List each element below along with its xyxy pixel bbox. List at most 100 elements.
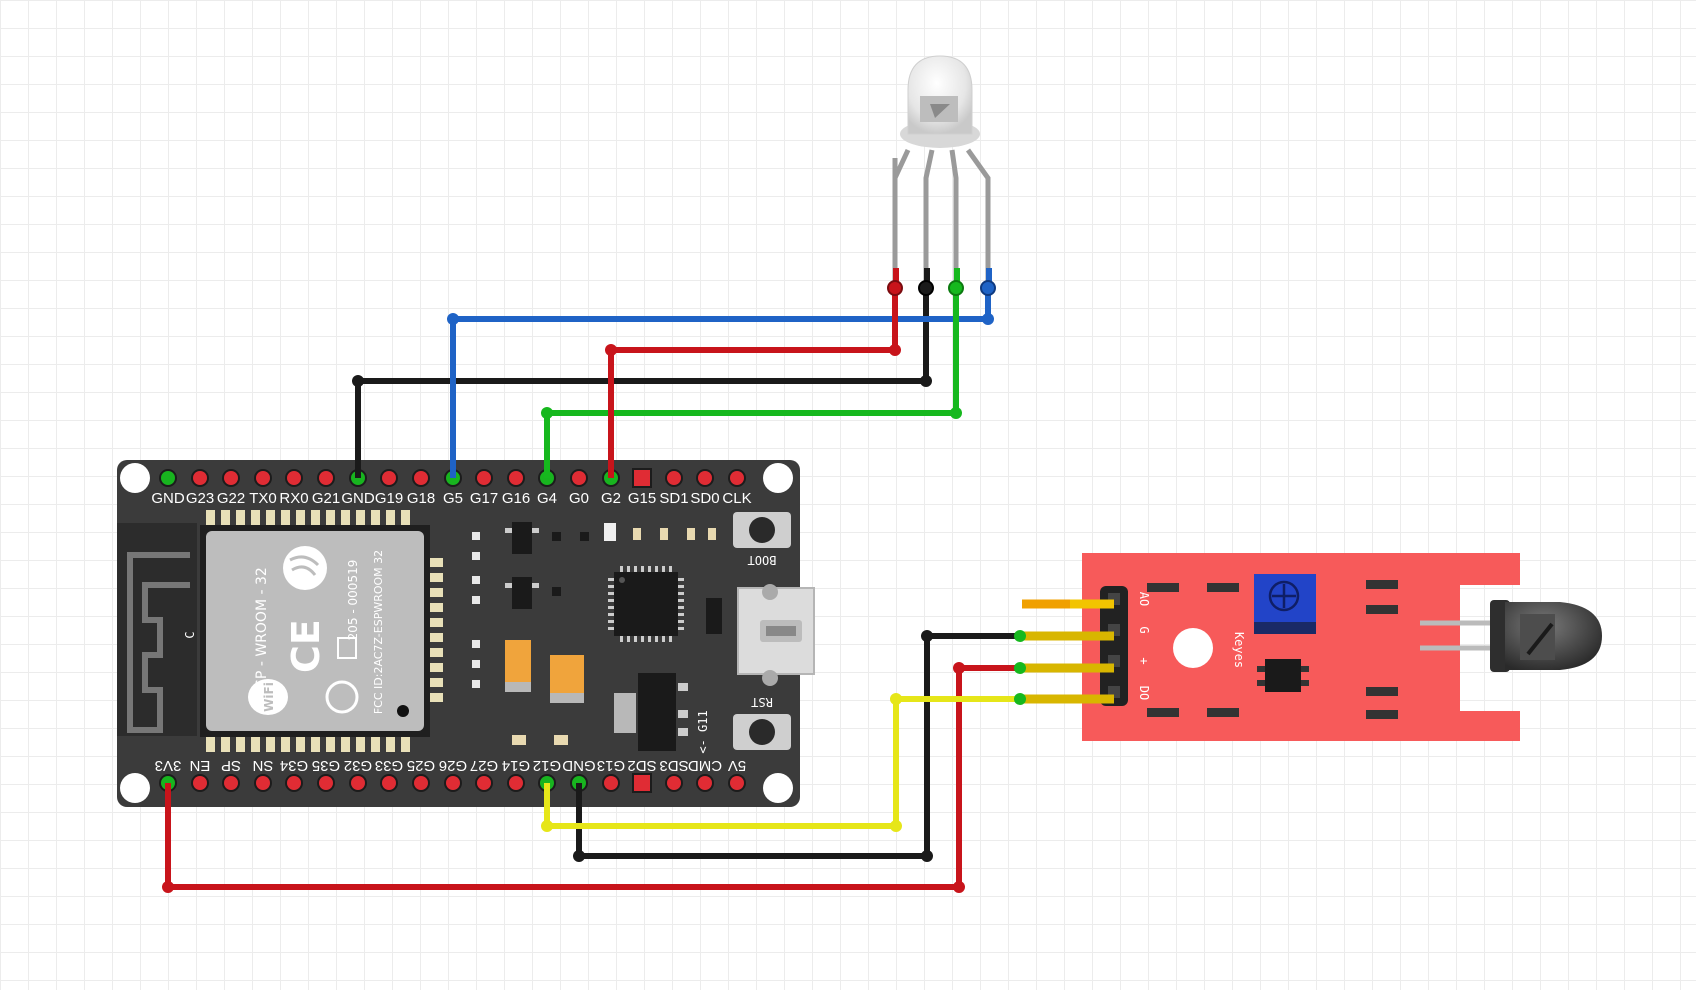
- boot-label: BOOT: [748, 553, 777, 567]
- wire-green-g4-led[interactable]: [544, 288, 959, 478]
- header-pin[interactable]: [287, 776, 301, 790]
- header-pin[interactable]: [572, 471, 586, 485]
- header-pin[interactable]: [698, 471, 712, 485]
- rgb-led[interactable]: [892, 55, 992, 288]
- pin-label: G2: [601, 490, 621, 507]
- header-pin[interactable]: [477, 776, 491, 790]
- header-pin[interactable]: [509, 776, 523, 790]
- boot-button[interactable]: [733, 512, 791, 548]
- pin-label: G0: [569, 490, 589, 507]
- header-pin[interactable]: [667, 776, 681, 790]
- header-pin[interactable]: [730, 471, 744, 485]
- pin-label-plus: +: [1137, 657, 1151, 664]
- header-pin[interactable]: [446, 776, 460, 790]
- pin-label: SD2: [627, 757, 656, 774]
- mount-hole: [120, 773, 150, 803]
- header-pin[interactable]: [414, 471, 428, 485]
- header-pin[interactable]: [319, 776, 333, 790]
- pin-label-do: DO: [1137, 686, 1151, 700]
- pin-label: G18: [407, 490, 435, 507]
- transistor: [512, 522, 532, 554]
- pin1-dot: [397, 705, 409, 717]
- wire-blue-g5-led[interactable]: [450, 288, 991, 478]
- header-pin[interactable]: [161, 471, 175, 485]
- header-pin[interactable]: [382, 776, 396, 790]
- pin-label: 3V3: [155, 757, 182, 774]
- pin-label: G4: [537, 490, 557, 507]
- pin-label: G26: [439, 757, 467, 774]
- header-pin[interactable]: [632, 773, 652, 793]
- header-pin[interactable]: [477, 471, 491, 485]
- header-pin[interactable]: [730, 776, 744, 790]
- header-pin[interactable]: [382, 471, 396, 485]
- pin-label: TX0: [249, 490, 277, 507]
- pin-label: GND: [151, 490, 185, 507]
- g11-label: <- G11: [696, 710, 710, 753]
- header-pin[interactable]: [667, 471, 681, 485]
- pin-label-g: G: [1137, 626, 1151, 633]
- pin-label: G17: [470, 490, 498, 507]
- mount-hole: [763, 773, 793, 803]
- pin-label: EN: [190, 757, 211, 774]
- usb-uart-chip: [608, 566, 684, 642]
- potentiometer[interactable]: [1254, 574, 1316, 634]
- header-pin[interactable]: [414, 776, 428, 790]
- espressif-logo-icon: [283, 546, 327, 590]
- led-dome: [907, 55, 973, 135]
- header-pin[interactable]: [256, 471, 270, 485]
- pin-label: SD1: [659, 490, 688, 507]
- sensor-smd-pads: [1147, 580, 1398, 719]
- module-cert: 205 - 000519: [346, 560, 360, 641]
- sensor-brand: Keyes: [1232, 632, 1246, 668]
- wire-black-gnd-led[interactable]: [355, 288, 929, 478]
- header-pin[interactable]: [193, 776, 207, 790]
- pin-label: G35: [312, 757, 340, 774]
- mount-hole: [763, 463, 793, 493]
- sensor-pin-labels: AO G + DO: [1137, 592, 1151, 700]
- pin-label: G13: [597, 757, 625, 774]
- header-pin[interactable]: [224, 776, 238, 790]
- header-pin[interactable]: [193, 471, 207, 485]
- pin-label: SP: [221, 757, 241, 774]
- header-pin[interactable]: [256, 776, 270, 790]
- ce-mark-icon: CE: [284, 619, 328, 673]
- pin-label: G23: [186, 490, 214, 507]
- header-pin[interactable]: [351, 776, 365, 790]
- wifi-logo-icon: WiFi: [248, 679, 288, 715]
- pin-label-ao: AO: [1137, 592, 1151, 606]
- pin-label: G5: [443, 490, 463, 507]
- pin-label: GND: [562, 757, 596, 774]
- esp-wroom-module: ESP - WROOM - 32 205 - 000519 FCC ID:2AC…: [200, 525, 430, 737]
- rst-label: RST: [751, 695, 773, 709]
- header-pin[interactable]: [509, 471, 523, 485]
- cert-logo-icon: [325, 680, 359, 714]
- header-pin[interactable]: [319, 471, 333, 485]
- header-pin[interactable]: [604, 776, 618, 790]
- mount-hole: [120, 463, 150, 493]
- rst-button[interactable]: [733, 714, 791, 750]
- sensor-header: [1100, 586, 1128, 706]
- micro-usb-port[interactable]: [737, 584, 815, 686]
- esp32-bottom-labels: 3V3 EN SP SN G34 G35 G32 G33 G25 G26 G27…: [155, 757, 747, 774]
- sensor-board: [1082, 553, 1520, 741]
- wire-red-g2-led[interactable]: [608, 288, 898, 478]
- esp32-top-labels: GND G23 G22 TX0 RX0 G21 GND G19 G18 G5 G…: [151, 490, 751, 507]
- header-pin[interactable]: [632, 468, 652, 488]
- pin-label: G12: [533, 757, 561, 774]
- header-pin[interactable]: [287, 471, 301, 485]
- pin-label: G22: [217, 490, 245, 507]
- header-pin[interactable]: [224, 471, 238, 485]
- module-fcc: FCC ID:2AC7Z-ESPWROOM 32: [372, 550, 385, 714]
- esp32-top-header: [159, 468, 746, 488]
- pin-label: G32: [344, 757, 372, 774]
- transistor: [512, 577, 532, 609]
- pin-label: G16: [502, 490, 530, 507]
- header-pin[interactable]: [698, 776, 712, 790]
- pin-label: CLK: [722, 490, 751, 507]
- pin-label: G25: [407, 757, 435, 774]
- pcb-antenna: C: [117, 523, 197, 736]
- pin-label: G15: [628, 490, 656, 507]
- smd-components: [472, 522, 722, 751]
- pin-label: SD0: [690, 490, 719, 507]
